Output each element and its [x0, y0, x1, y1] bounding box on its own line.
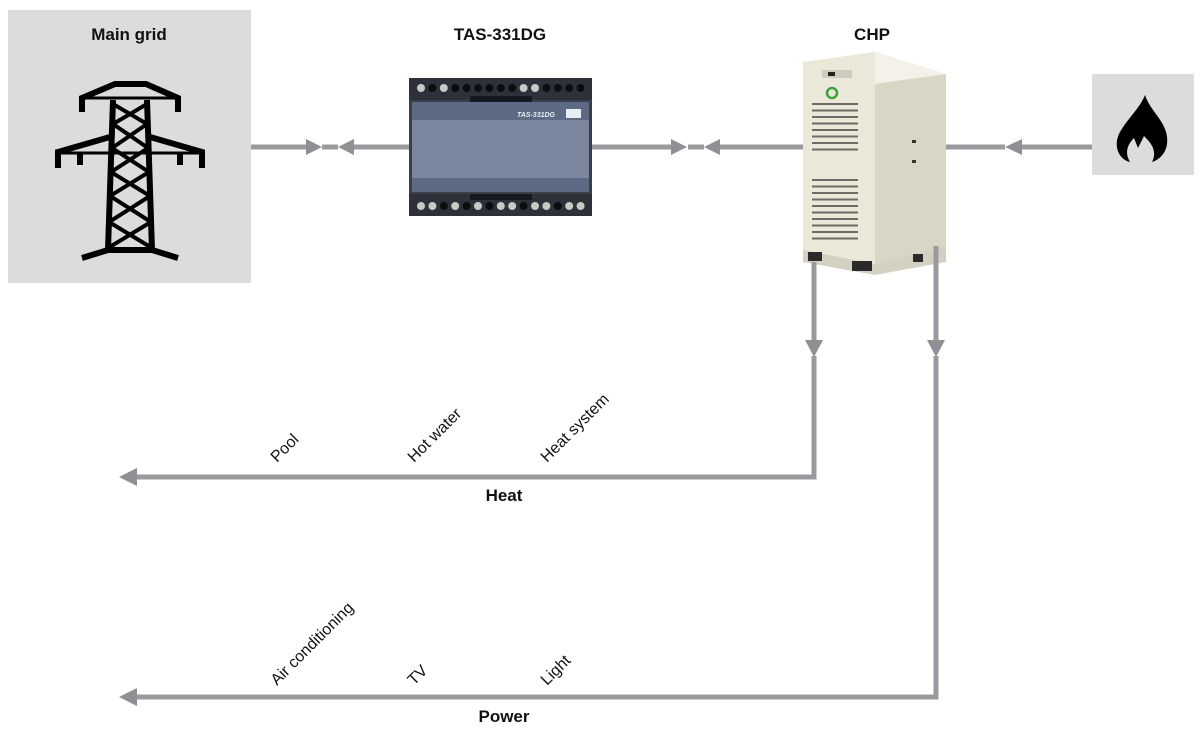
- transducer-node[interactable]: TAS-331DG TAS-331DG: [409, 25, 592, 216]
- consumer-tv: TV: [405, 662, 432, 689]
- consumer-heat-system: Heat system: [538, 391, 613, 466]
- arrows: [119, 139, 1022, 706]
- chp-logo: [825, 86, 839, 100]
- consumer-pool: Pool: [268, 431, 303, 466]
- terminal-screw: [496, 84, 505, 92]
- terminal-screw: [428, 202, 437, 210]
- chp-title: CHP: [854, 25, 890, 44]
- terminal-screw: [508, 84, 517, 92]
- terminal-screw: [462, 84, 471, 92]
- terminal-screw: [451, 84, 460, 92]
- device-model-label: TAS-331DG: [517, 112, 556, 119]
- main-grid-panel: [8, 10, 251, 283]
- power-flow-label: Power: [478, 707, 529, 726]
- terminal-screw: [485, 202, 494, 210]
- terminal-screw: [519, 202, 528, 210]
- terminal-screw: [462, 202, 471, 210]
- transducer-device: TAS-331DG: [409, 78, 592, 216]
- terminal-screw: [508, 202, 517, 210]
- arrow-left-icon: [119, 468, 137, 486]
- terminal-screw: [439, 84, 448, 92]
- terminal-screw: [553, 84, 562, 92]
- arrow-right-icon: [306, 139, 322, 155]
- flame-icon: [1116, 95, 1168, 162]
- consumer-hot-water: Hot water: [405, 405, 466, 466]
- terminal-screw: [417, 202, 425, 210]
- chp-node[interactable]: CHP: [803, 25, 946, 275]
- terminal-screw: [576, 84, 585, 92]
- arrow-down-icon: [805, 340, 823, 357]
- terminal-screw: [439, 202, 448, 210]
- arrow-down-icon: [927, 340, 945, 357]
- power-tower-icon: [55, 81, 205, 261]
- terminal-screw: [474, 202, 482, 210]
- transducer-title: TAS-331DG: [454, 25, 546, 44]
- terminal-screw: [542, 84, 551, 92]
- terminal-screw: [485, 84, 494, 92]
- terminal-screw: [576, 202, 585, 210]
- terminal-screw: [565, 84, 574, 92]
- arrow-right-icon: [671, 139, 687, 155]
- terminal-row-top: [417, 84, 585, 92]
- chp-unit: [803, 52, 946, 275]
- terminal-screw: [531, 84, 539, 92]
- terminal-screw: [531, 202, 539, 210]
- terminal-screw: [428, 84, 437, 92]
- terminal-screw: [451, 202, 460, 210]
- arrow-left-icon: [119, 688, 137, 706]
- consumer-air-conditioning: Air conditioning: [268, 599, 357, 688]
- terminal-screw: [496, 202, 505, 210]
- terminal-screw: [553, 202, 562, 210]
- main-grid-node[interactable]: Main grid: [8, 10, 251, 283]
- terminal-screw: [417, 84, 425, 92]
- consumer-light: Light: [538, 652, 575, 689]
- arrow-left-icon: [1005, 139, 1022, 155]
- pipe-heat: [136, 356, 817, 480]
- fuel-node[interactable]: [1092, 74, 1194, 175]
- pipes: [136, 144, 1092, 700]
- arrow-left-icon: [704, 139, 720, 155]
- device-logo: [566, 109, 581, 118]
- pipe-power: [136, 356, 939, 700]
- terminal-screw: [542, 202, 551, 210]
- arrow-left-icon: [338, 139, 354, 155]
- main-grid-title: Main grid: [91, 25, 167, 44]
- terminal-screw: [474, 84, 482, 92]
- terminal-screw: [565, 202, 574, 210]
- terminal-screw: [519, 84, 528, 92]
- terminal-row-bottom: [417, 202, 585, 210]
- heat-flow-label: Heat: [486, 486, 523, 505]
